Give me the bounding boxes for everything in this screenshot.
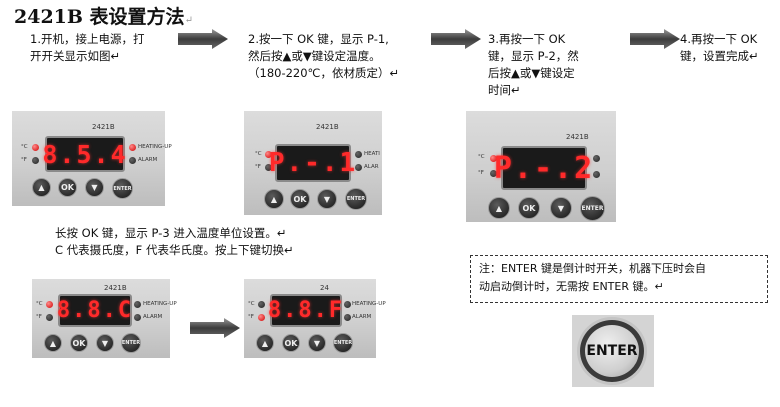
step-1-text: 1.开机，接上电源，打 开开关显示如图↵ xyxy=(30,32,145,63)
ok-button[interactable]: OK xyxy=(282,334,300,352)
alarm-led xyxy=(134,314,141,321)
enter-button[interactable]: ENTER xyxy=(345,188,367,210)
enter-key-photo: ENTER xyxy=(572,315,654,387)
enter-button[interactable]: ENTER xyxy=(580,196,605,221)
alarm-led xyxy=(344,314,351,321)
enter-key-closeup: ENTER xyxy=(580,320,644,382)
lcd-display: 8.8.C xyxy=(56,294,134,327)
fahrenheit-led xyxy=(46,314,53,321)
fahrenheit-label: °F xyxy=(255,164,261,170)
controller-panel-p1: 2421B °C °F P.-.1 HEATI ALAR ▲ OK ▼ ENTE… xyxy=(244,111,382,215)
heating-led xyxy=(344,301,351,308)
fahrenheit-led xyxy=(32,157,39,164)
lcd-display: P.-.2 xyxy=(493,146,595,190)
arrow-right-icon xyxy=(190,318,240,338)
heating-led xyxy=(134,301,141,308)
enter-button[interactable]: ENTER xyxy=(121,333,141,353)
up-button[interactable]: ▲ xyxy=(32,178,51,197)
alarm-led xyxy=(129,157,136,164)
enter-button[interactable]: ENTER xyxy=(333,333,353,353)
celsius-led xyxy=(258,301,265,308)
down-button[interactable]: ▼ xyxy=(550,197,572,219)
arrow-right-icon xyxy=(178,29,228,49)
celsius-led xyxy=(265,151,272,158)
display-readout: P.-.1 xyxy=(268,148,358,178)
enter-key-note: 注：ENTER 键是倒计时开关，机器下压时会自 动启动倒计时，无需按 ENTER… xyxy=(470,255,768,303)
alarm-led xyxy=(593,171,600,178)
model-label: 2421B xyxy=(316,123,339,131)
celsius-label: °C xyxy=(255,151,262,157)
controller-panel-p2: 2421B °C °F P.-.2 ▲ OK ▼ ENTER xyxy=(466,111,616,222)
fahrenheit-label: °F xyxy=(36,314,42,320)
down-button[interactable]: ▼ xyxy=(317,189,337,209)
fahrenheit-label: °F xyxy=(478,170,484,176)
step-4-text: 4.再按一下 OK 键，设置完成↵ xyxy=(680,32,759,63)
fahrenheit-label: °F xyxy=(248,314,254,320)
alarm-label: ALARM xyxy=(138,157,158,163)
fahrenheit-led xyxy=(490,170,497,177)
ok-button[interactable]: OK xyxy=(290,189,310,209)
arrow-right-icon xyxy=(431,29,481,49)
ok-button[interactable]: OK xyxy=(70,334,88,352)
fahrenheit-led xyxy=(258,314,265,321)
heating-led xyxy=(355,151,362,158)
lcd-display: 8.5.4 xyxy=(42,136,128,172)
controller-panel-celsius: 2421B °C °F 8.8.C HEATING-UP ALARM ▲ OK … xyxy=(32,279,177,358)
controller-panel-power-on: 2421B °C °F 8.5.4 HEATING-UP ALARM ▲ OK … xyxy=(12,111,172,206)
alarm-label: ALARM xyxy=(352,314,372,320)
up-button[interactable]: ▲ xyxy=(488,197,510,219)
celsius-label: °C xyxy=(478,154,485,160)
display-readout: 8.5.4 xyxy=(42,139,128,169)
down-button[interactable]: ▼ xyxy=(85,178,104,197)
heating-label: HEATING-UP xyxy=(352,301,386,307)
alarm-label: ALARM xyxy=(143,314,163,320)
ok-button[interactable]: OK xyxy=(518,197,540,219)
alarm-led xyxy=(355,164,362,171)
down-button[interactable]: ▼ xyxy=(96,334,114,352)
celsius-led xyxy=(46,301,53,308)
arrow-right-icon xyxy=(630,29,680,49)
unit-setting-note: 长按 OK 键，显示 P-3 进入温度单位设置。↵ C 代表摄氏度，F 代表华氏… xyxy=(55,226,294,257)
enter-button[interactable]: ENTER xyxy=(112,178,133,199)
fahrenheit-led xyxy=(265,164,272,171)
step-3-text: 3.再按一下 OK 键，显示 P-2，然 后按▲或▼键设定 时间↵ xyxy=(488,32,579,97)
fahrenheit-label: °F xyxy=(21,157,27,163)
heating-label: HEATING-UP xyxy=(143,301,177,307)
down-button[interactable]: ▼ xyxy=(308,334,326,352)
lcd-display: P.-.1 xyxy=(268,144,358,182)
up-button[interactable]: ▲ xyxy=(264,189,284,209)
celsius-led xyxy=(32,144,39,151)
celsius-label: °C xyxy=(248,301,255,307)
alarm-label: ALAR xyxy=(364,164,379,170)
heating-led xyxy=(593,155,600,162)
ok-button[interactable]: OK xyxy=(58,178,77,197)
display-readout: 8.8.C xyxy=(56,298,134,323)
celsius-label: °C xyxy=(21,144,28,150)
up-button[interactable]: ▲ xyxy=(256,334,274,352)
display-readout: 8.8.F xyxy=(267,298,345,323)
display-readout: P.-.2 xyxy=(493,150,595,186)
controller-panel-fahrenheit: 24 °C °F 8.8.F HEATING-UP ALARM ▲ OK ▼ E… xyxy=(244,279,386,358)
heating-led xyxy=(129,144,136,151)
step-2-text: 2.按一下 OK 键，显示 P-1, 然后按▲或▼键设定温度。 （180-220… xyxy=(248,32,400,80)
model-label: 2421B xyxy=(104,284,127,292)
celsius-led xyxy=(490,155,497,162)
celsius-label: °C xyxy=(36,301,43,307)
heating-label: HEATI xyxy=(364,151,380,157)
model-label: 2421B xyxy=(566,133,589,141)
up-button[interactable]: ▲ xyxy=(44,334,62,352)
model-label: 2421B xyxy=(92,123,115,131)
model-label: 24 xyxy=(320,284,329,292)
document-title: 2421B 表设置方法↵ xyxy=(14,6,193,28)
heating-label: HEATING-UP xyxy=(138,144,172,150)
lcd-display: 8.8.F xyxy=(267,294,345,327)
